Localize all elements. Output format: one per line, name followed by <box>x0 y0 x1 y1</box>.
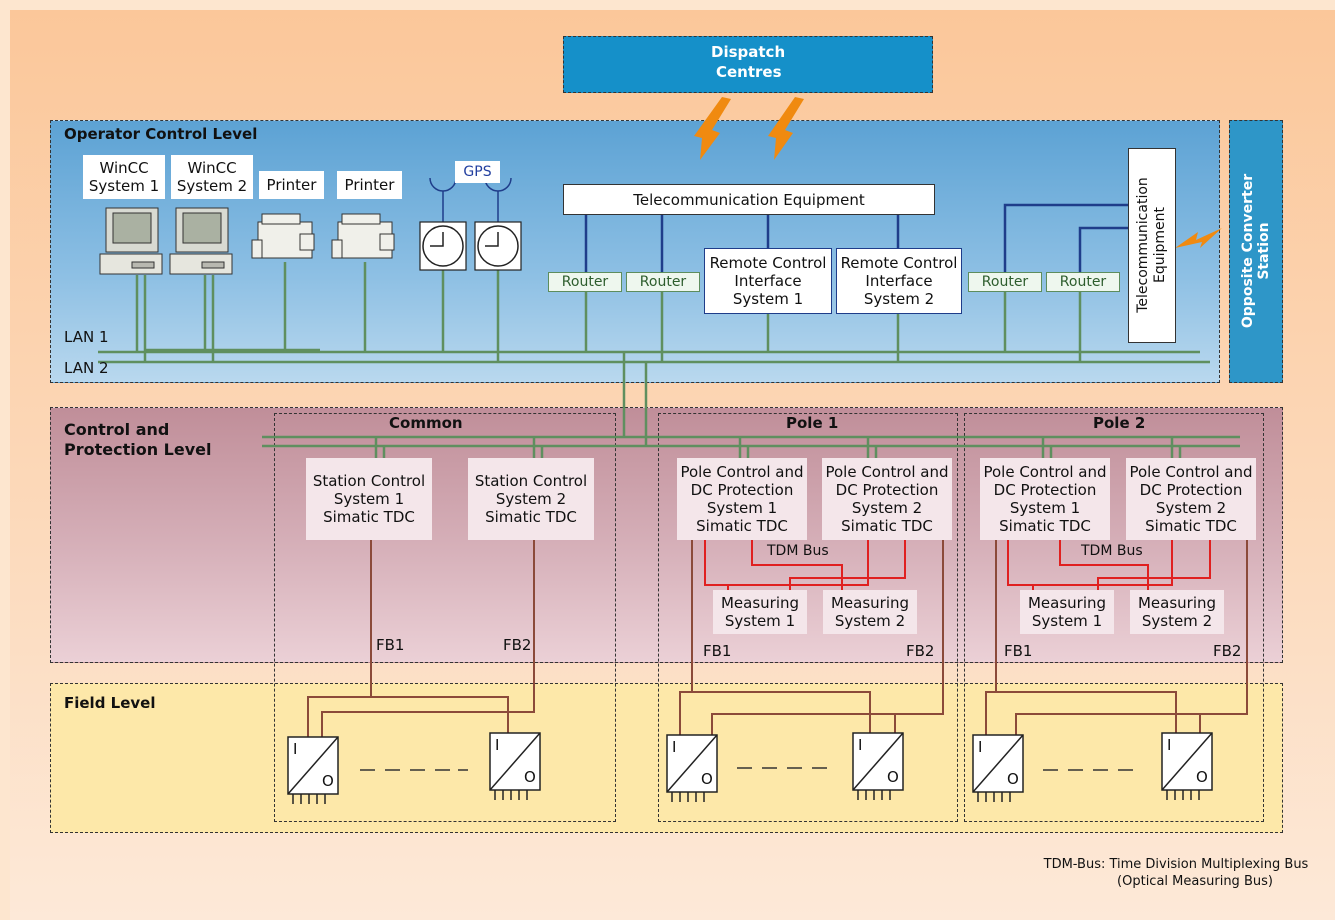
common-fb2-label: FB2 <box>503 636 532 654</box>
dispatch-link-lightning-1-icon <box>694 97 731 160</box>
pole2-group-title: Pole 2 <box>1093 414 1146 432</box>
common-fb1-label: FB1 <box>376 636 405 654</box>
gps-label: GPS <box>455 161 500 183</box>
printer-2-label: Printer <box>337 171 402 199</box>
gps-clocks <box>419 221 522 271</box>
io-common-2-o: O <box>524 768 536 786</box>
telecom-equipment-box: Telecommunication Equipment <box>563 184 935 215</box>
telecom-equipment-vertical-box <box>1128 148 1176 343</box>
io-pole1-1-i: I <box>672 738 677 756</box>
lightning-icons <box>694 97 1222 248</box>
io-common-2-i: I <box>495 736 500 754</box>
common-group-frame <box>274 413 616 822</box>
control-level-title-line1: Control and <box>64 420 170 439</box>
lan2-label: LAN 2 <box>64 359 109 377</box>
io-modules <box>287 732 1213 804</box>
router-links <box>584 203 1128 272</box>
io-module-common-2-icon <box>489 732 541 800</box>
printer-1-label: Printer <box>259 171 324 199</box>
io-pole2-2-o: O <box>1196 768 1208 786</box>
io-module-pole1-1-icon <box>666 734 718 802</box>
io-pole1-2-o: O <box>887 768 899 786</box>
io-module-pole1-2-icon <box>852 732 904 800</box>
pole2-fb2-label: FB2 <box>1213 642 1242 660</box>
io-module-pole2-1-icon <box>972 734 1024 802</box>
gps-antennas <box>429 177 512 222</box>
opposite-label-line1: Opposite Converter <box>1239 173 1256 329</box>
opposite-converter-station-label: Opposite Converter Station <box>1240 174 1272 328</box>
antenna-1-icon <box>429 177 457 192</box>
lan-lines <box>98 262 1240 458</box>
pole1-fb1-label: FB1 <box>703 642 732 660</box>
fieldbus-lines <box>307 540 1248 737</box>
control-level-title-line2: Protection Level <box>64 440 212 459</box>
pole2-group-frame <box>964 413 1264 822</box>
io-dashes <box>360 767 1133 771</box>
io-pole2-1-i: I <box>978 738 983 756</box>
io-pole2-2-i: I <box>1167 736 1172 754</box>
pole1-tdm-bus-label: TDM Bus <box>767 543 829 559</box>
io-pole2-1-o: O <box>1007 770 1019 788</box>
footnote: TDM-Bus: Time Division Multiplexing Bus … <box>1044 857 1320 891</box>
opposite-converter-station-zone <box>1229 120 1283 383</box>
field-level-title: Field Level <box>64 694 156 712</box>
footnote-line2: (Optical Measuring Bus) <box>1117 873 1273 889</box>
workstation-2-icon <box>169 207 233 275</box>
io-pole1-1-o: O <box>701 770 713 788</box>
dispatch-link-lightning-2-icon <box>768 97 804 160</box>
pole1-fb2-label: FB2 <box>906 642 935 660</box>
pole2-tdm-bus-label: TDM Bus <box>1081 543 1143 559</box>
opposite-label-line2: Station <box>1256 222 1272 280</box>
dispatch-centres-box <box>563 36 933 93</box>
printer-1-icon <box>251 213 315 259</box>
printer-2-icon <box>331 213 395 259</box>
pole1-group-title: Pole 1 <box>786 414 839 432</box>
io-common-1-o: O <box>322 772 334 790</box>
operator-level-title: Operator Control Level <box>64 125 258 143</box>
dispatch-label-line2: Centres <box>716 63 782 81</box>
tdm-bus-lines <box>704 540 1211 590</box>
router-4: Router <box>1046 272 1120 292</box>
router-2: Router <box>626 272 700 292</box>
pole1-group-frame <box>658 413 958 822</box>
pole2-fb1-label: FB1 <box>1004 642 1033 660</box>
common-group-title: Common <box>389 414 463 432</box>
io-pole1-2-i: I <box>858 736 863 754</box>
io-common-1-i: I <box>293 740 298 758</box>
lan1-label: LAN 1 <box>64 328 109 346</box>
workstation-1-icon <box>99 207 163 275</box>
dispatch-label-line1: Dispatch <box>711 43 786 61</box>
router-1: Router <box>548 272 622 292</box>
footnote-line1: TDM-Bus: Time Division Multiplexing Bus <box>1043 857 1309 872</box>
io-module-common-1-icon <box>287 736 339 804</box>
opposite-station-lightning-icon <box>1175 228 1222 248</box>
router-3: Router <box>968 272 1042 292</box>
io-module-pole2-2-icon <box>1161 732 1213 800</box>
